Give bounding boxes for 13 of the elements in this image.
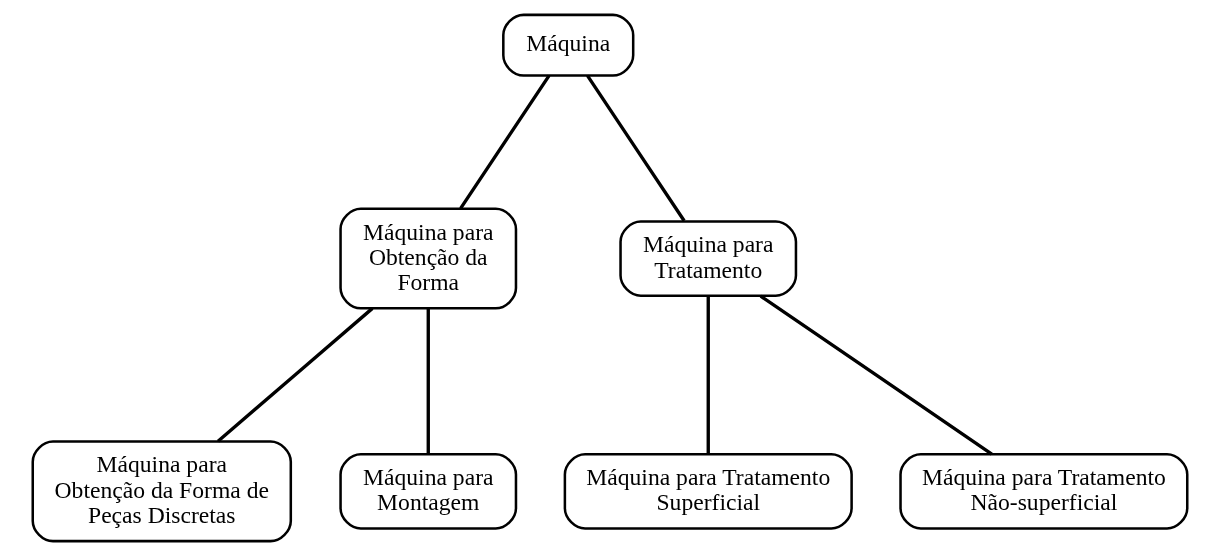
node-box: Máquina para Obtenção da Forma de Peças Discretas	[31, 440, 292, 543]
node-box: Máquina para Montagem	[338, 453, 517, 530]
node-box: Máquina para Tratamento Superficial	[563, 453, 853, 530]
node-box: Máquina para Tratamento	[618, 220, 797, 297]
node-box: Máquina para Obtenção da Forma	[338, 207, 517, 310]
node-box: Máquina	[501, 13, 634, 77]
connector	[458, 74, 550, 210]
node-box: Máquina para Tratamento Não-superficial	[898, 453, 1188, 530]
connector	[216, 307, 373, 443]
connector	[706, 296, 710, 455]
connector	[426, 308, 430, 454]
connector	[759, 294, 993, 456]
connector	[585, 74, 686, 222]
